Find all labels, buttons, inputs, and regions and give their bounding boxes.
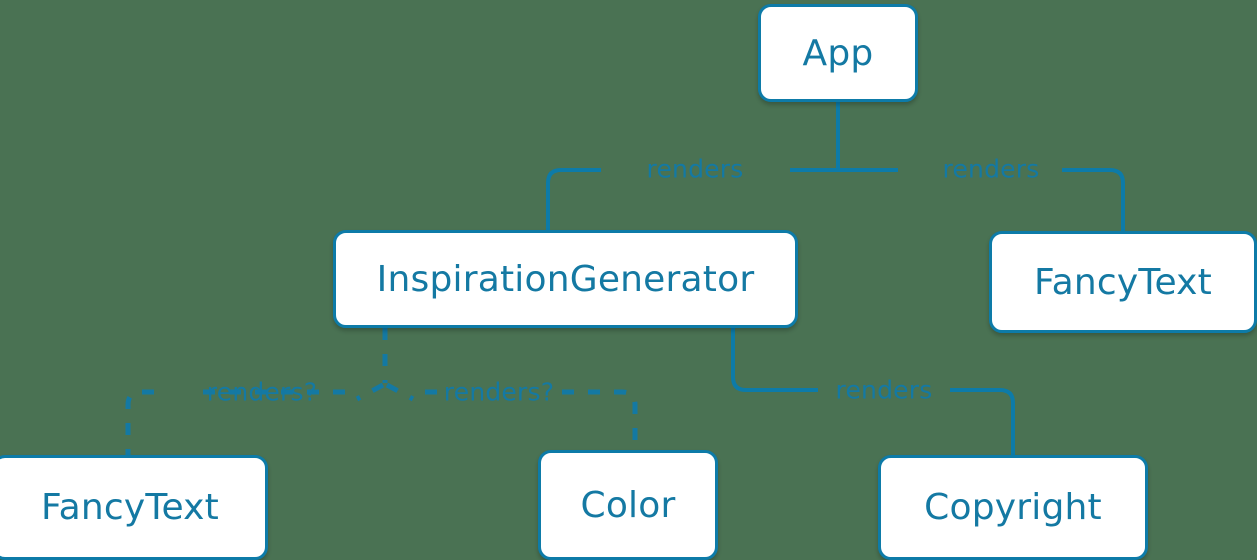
node-inspirationgenerator-label: InspirationGenerator xyxy=(376,258,755,300)
node-fancytext-bottom-label: FancyText xyxy=(41,487,219,528)
node-app-label: App xyxy=(802,32,874,74)
edge-inspirationgenerator-to-fancytext-dashed-c xyxy=(125,389,154,455)
edge-label-app-inspirationgenerator: renders xyxy=(646,154,744,184)
node-fancytext-top[interactable]: FancyText xyxy=(989,231,1257,333)
edge-label-inspirationgenerator-copyright: renders xyxy=(835,375,933,405)
node-copyright[interactable]: Copyright xyxy=(878,455,1148,560)
node-app[interactable]: App xyxy=(758,4,918,102)
node-color-label: Color xyxy=(580,484,676,526)
edge-inspirationgenerator-to-color-dashed-a xyxy=(385,382,415,402)
edge-inspirationgenerator-to-color-dashed-c xyxy=(562,389,638,450)
edge-label-app-fancytext: renders xyxy=(942,154,1040,184)
node-fancytext-bottom[interactable]: FancyText xyxy=(0,455,268,560)
node-fancytext-top-label: FancyText xyxy=(1034,261,1212,303)
node-color[interactable]: Color xyxy=(538,450,718,560)
edge-app-to-fancytext-b xyxy=(1062,168,1125,231)
edge-inspirationgenerator-to-copyright-b xyxy=(950,388,1015,455)
edge-inspirationgenerator-to-copyright-a xyxy=(731,328,818,392)
node-copyright-label: Copyright xyxy=(924,487,1102,528)
edge-label-inspirationgenerator-fancytext: renders? xyxy=(206,377,318,407)
edge-inspirationgenerator-to-fancytext-dashed-a xyxy=(355,382,385,402)
edge-label-inspirationgenerator-color: renders? xyxy=(443,377,555,407)
edge-app-to-inspirationgenerator-b xyxy=(546,168,601,230)
node-inspirationgenerator[interactable]: InspirationGenerator xyxy=(333,230,798,328)
